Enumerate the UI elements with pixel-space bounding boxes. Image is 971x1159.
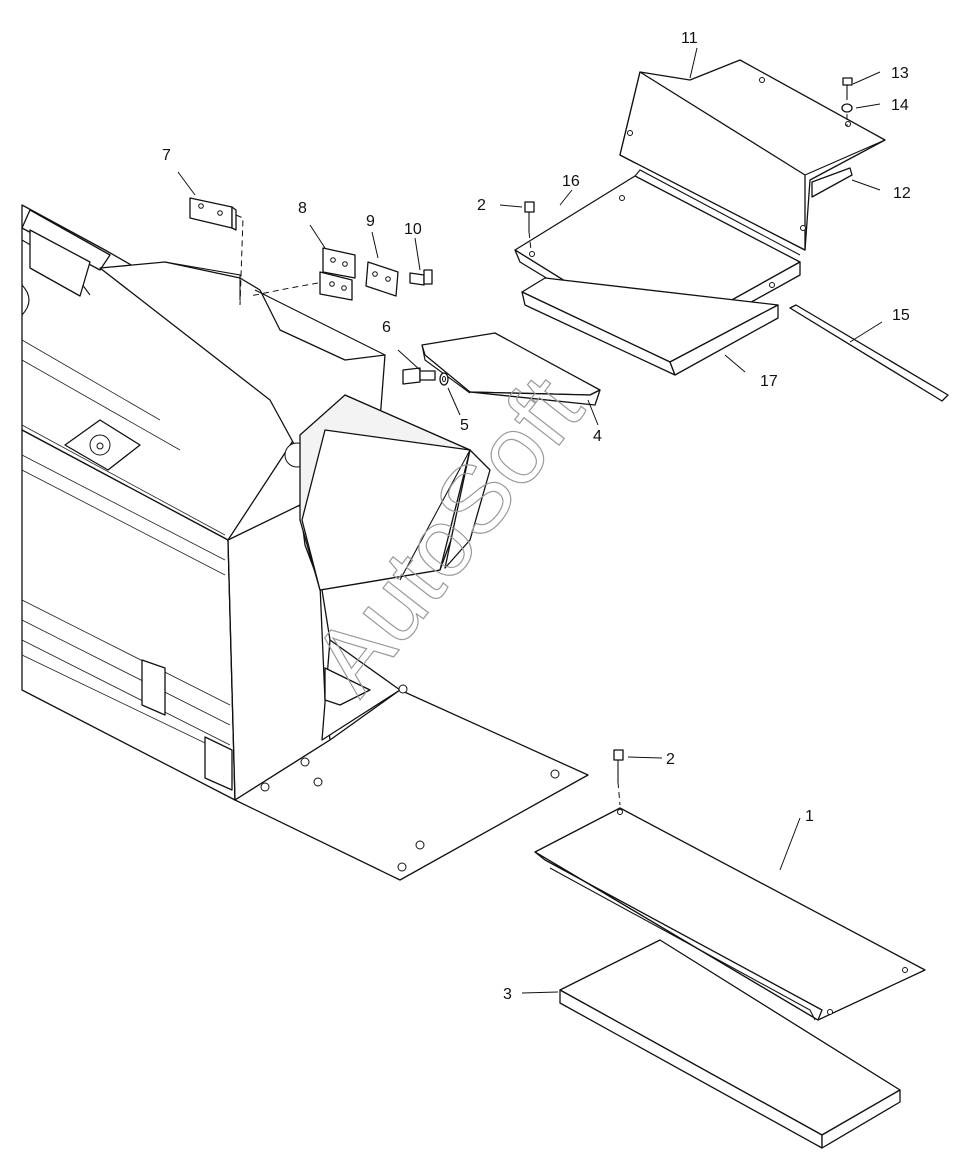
bolt-10 [409, 269, 433, 286]
callout-2-top: 2 [477, 197, 486, 214]
callout-1: 1 [805, 808, 814, 825]
cover-4 [421, 332, 601, 406]
callout-12: 12 [893, 185, 911, 202]
callout-7: 7 [162, 147, 171, 164]
callout-10: 10 [404, 221, 422, 238]
callout-8: 8 [298, 200, 307, 217]
bolt-6 [402, 367, 436, 385]
pad-17 [521, 277, 779, 376]
leader-lines [177, 47, 883, 994]
panel-11 [619, 59, 886, 251]
callout-14: 14 [891, 97, 909, 114]
callout-labels: 1 2 2 3 4 5 6 7 8 9 10 11 12 13 14 15 16… [162, 30, 911, 1003]
callout-4: 4 [593, 428, 602, 445]
main-housing [21, 204, 589, 881]
washer-5 [439, 372, 449, 386]
bracket-7 [189, 197, 244, 306]
callout-16: 16 [562, 173, 580, 190]
plate-9 [365, 261, 399, 297]
bolt-2-top [524, 201, 535, 251]
callout-9: 9 [366, 213, 375, 230]
callout-5: 5 [460, 417, 469, 434]
washer-14 [841, 103, 853, 126]
pad-3 [559, 939, 901, 1149]
callout-13: 13 [891, 65, 909, 82]
callout-3: 3 [503, 986, 512, 1003]
bolt-2-bottom [613, 749, 624, 806]
pad-12 [811, 167, 853, 198]
callout-17: 17 [760, 373, 778, 390]
callout-11: 11 [681, 30, 698, 47]
strip-15 [789, 304, 949, 402]
plate-1 [534, 807, 926, 1021]
callout-6: 6 [382, 319, 391, 336]
bracket-8 [249, 247, 356, 301]
callout-2-bottom: 2 [666, 751, 675, 768]
callout-15: 15 [892, 307, 910, 324]
bolt-13 [842, 77, 853, 100]
